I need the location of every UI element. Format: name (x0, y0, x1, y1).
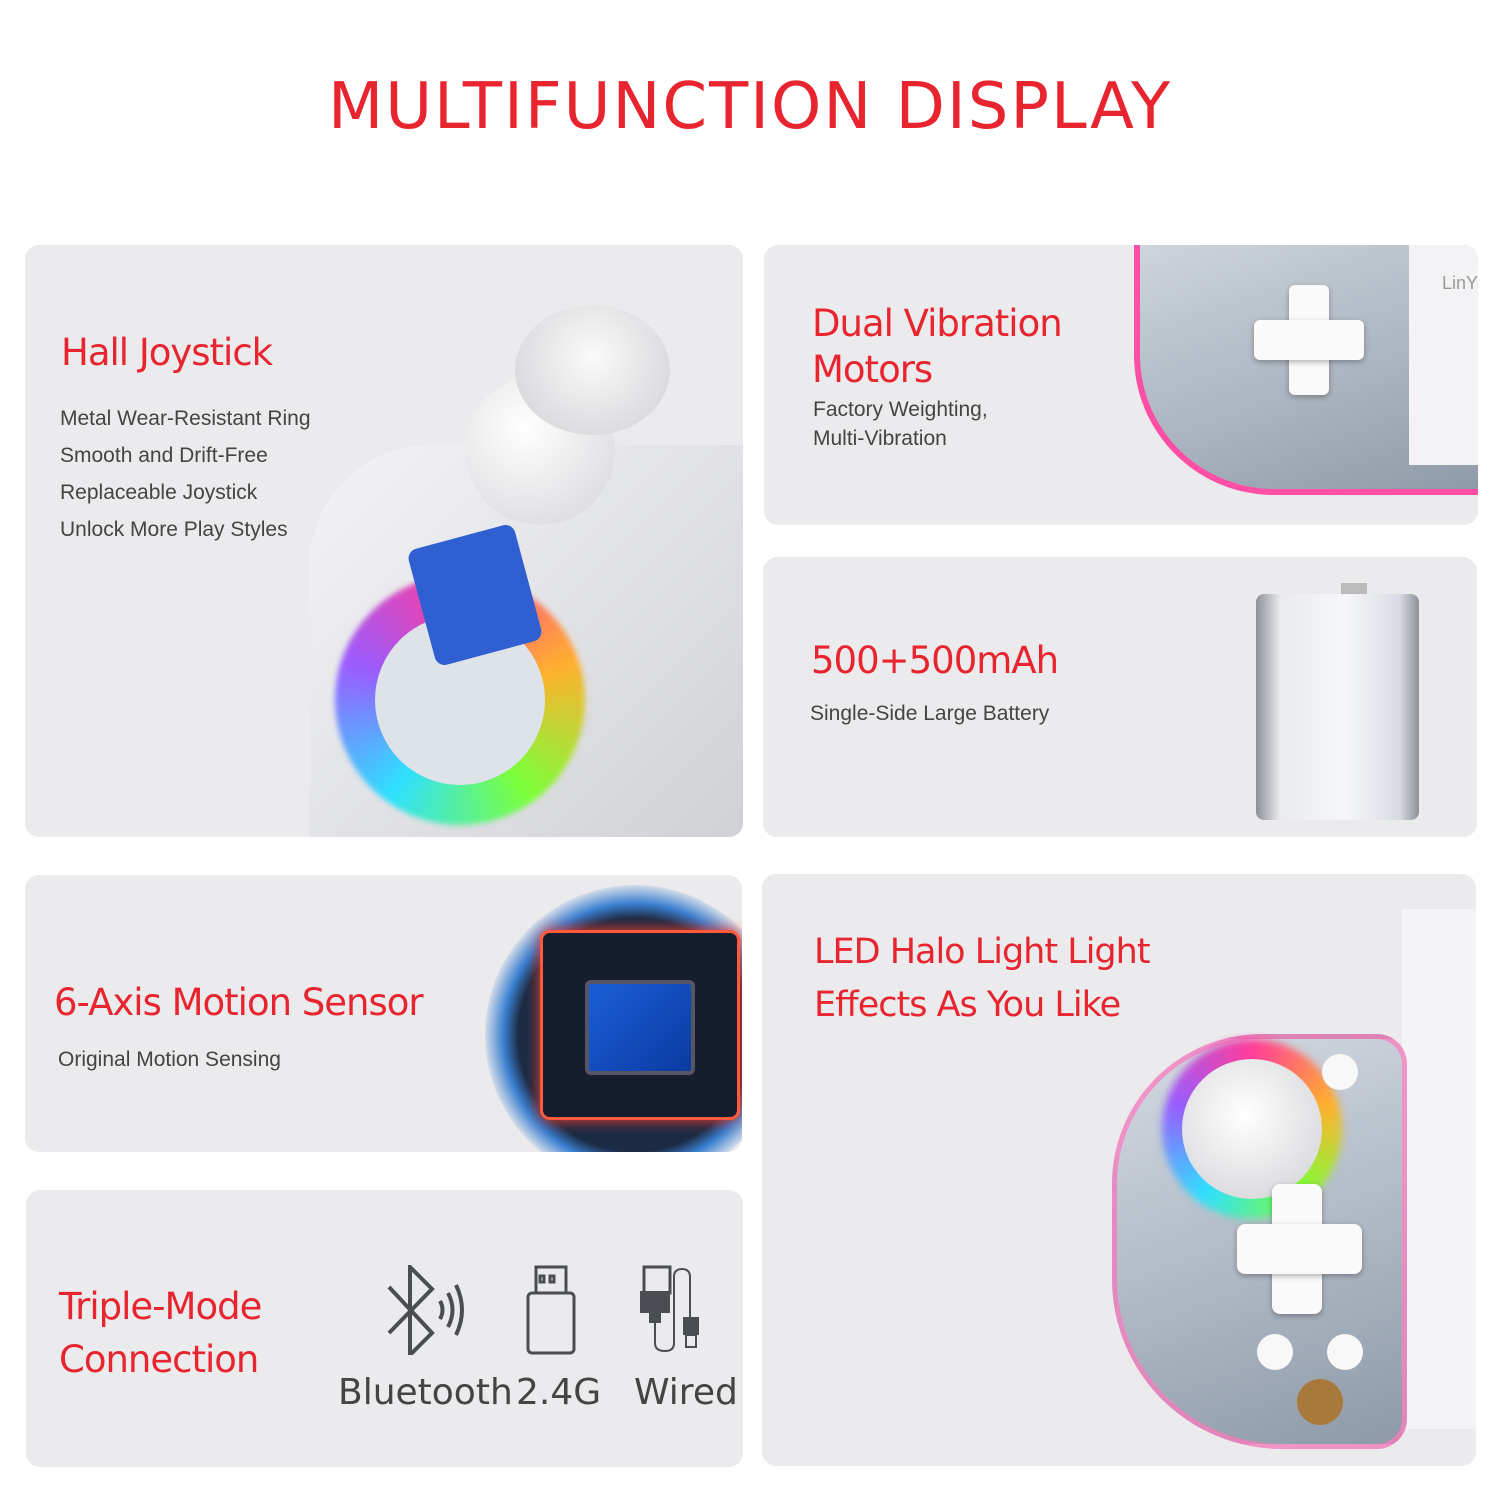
dpad-icon (1237, 1224, 1362, 1274)
button-icon (1257, 1334, 1293, 1370)
button-icon (1322, 1054, 1358, 1090)
joystick-cap (515, 305, 670, 435)
connection-panel: Triple-Mode Connection Bluetooth 2.4G Wi… (26, 1190, 743, 1467)
heading-line: Dual Vibration (812, 302, 1063, 345)
usb-cable-icon (640, 1265, 699, 1353)
led-panel: LED Halo Light Light Effects As You Like (762, 874, 1476, 1466)
hall-joystick-features: Metal Wear-Resistant Ring Smooth and Dri… (60, 400, 311, 548)
hall-joystick-heading: Hall Joystick (61, 331, 273, 374)
feature-line: Smooth and Drift-Free (60, 444, 268, 467)
button-icon (1327, 1334, 1363, 1370)
heading-line: LED Halo Light Light (814, 932, 1151, 972)
sensor-panel: 6-Axis Motion Sensor Original Motion Sen… (25, 875, 742, 1152)
battery-heading: 500+500mAh (811, 639, 1059, 682)
heading-line: Triple-Mode (59, 1285, 262, 1328)
feature-line: Unlock More Play Styles (60, 518, 288, 541)
sensor-description: Original Motion Sensing (58, 1048, 281, 1071)
heading-line: Motors (812, 348, 933, 391)
bluetooth-label: Bluetooth (338, 1372, 513, 1413)
vibration-heading: Dual Vibration Motors (812, 301, 1063, 393)
heading-line: Connection (59, 1338, 259, 1381)
usb-dongle-icon (526, 1265, 576, 1355)
hall-joystick-panel: Hall Joystick Metal Wear-Resistant Ring … (25, 245, 743, 837)
battery-panel: 500+500mAh Single-Side Large Battery (763, 557, 1477, 837)
vibration-motor (1297, 1379, 1343, 1425)
vibration-features: Factory Weighting, Multi-Vibration (813, 395, 988, 453)
feature-line: Metal Wear-Resistant Ring (60, 407, 311, 430)
2-4g-label: 2.4G (516, 1372, 602, 1413)
page-title: MULTIFUNCTION DISPLAY (327, 70, 1173, 144)
right-shell (1409, 245, 1478, 465)
connection-heading: Triple-Mode Connection (59, 1280, 262, 1386)
battery-terminal (1341, 583, 1367, 595)
joystick-cap (1182, 1059, 1322, 1199)
bluetooth-icon (387, 1265, 464, 1355)
chip-image (540, 930, 740, 1120)
battery-image (1256, 594, 1419, 820)
feature-line: Replaceable Joystick (60, 481, 258, 504)
right-shell (1402, 909, 1476, 1429)
dpad-icon (1254, 320, 1364, 360)
heading-line: Effects As You Like (814, 985, 1121, 1025)
led-heading: LED Halo Light Light Effects As You Like (814, 926, 1151, 1032)
feature-line: Multi-Vibration (813, 427, 947, 450)
wired-label: Wired (634, 1372, 738, 1413)
sensor-heading: 6-Axis Motion Sensor (54, 981, 424, 1024)
feature-line: Factory Weighting, (813, 398, 988, 421)
logo-text: LinY (1442, 273, 1478, 293)
battery-description: Single-Side Large Battery (810, 702, 1050, 725)
vibration-panel: Dual Vibration Motors Factory Weighting,… (764, 245, 1478, 525)
chip-die (585, 980, 695, 1075)
